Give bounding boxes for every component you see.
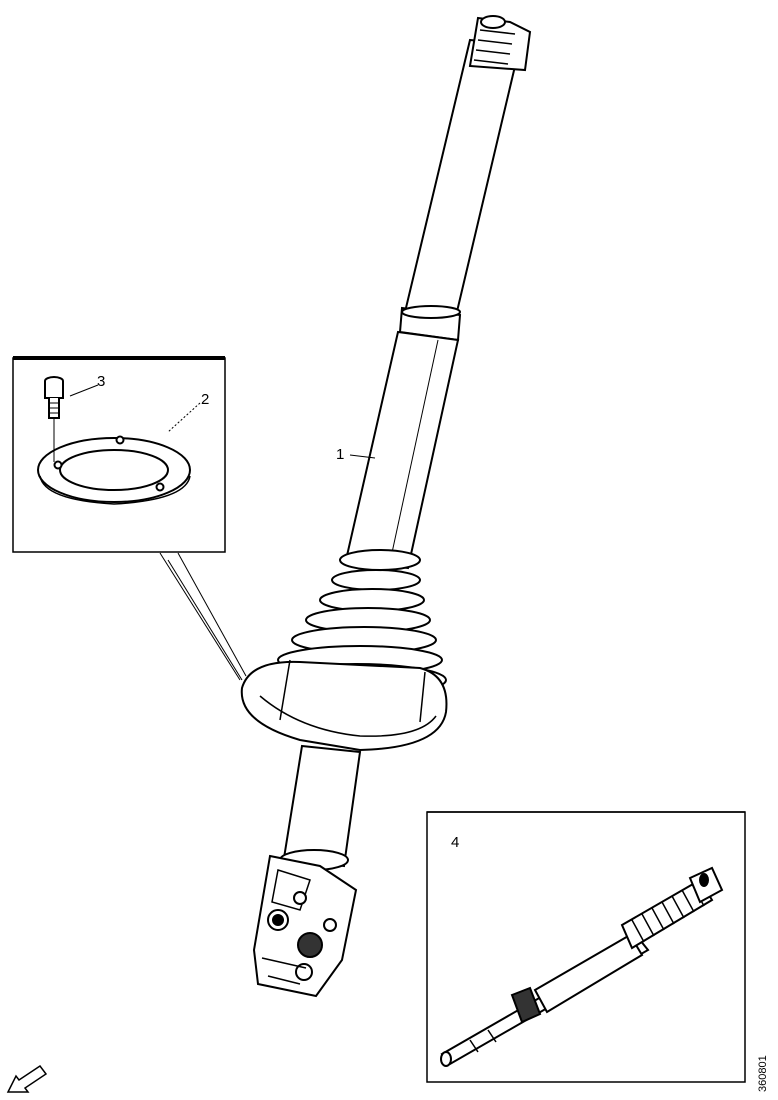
callout-2: 2 [201,391,209,408]
universal-joint [252,854,358,998]
inset-detail-box [12,356,247,681]
callout-4: 4 [451,834,459,851]
callout-1: 1 [336,446,344,463]
direction-arrow-icon [6,1064,48,1093]
gaiter-boot [240,549,448,752]
mounting-plate [37,435,191,505]
lower-shaft [279,744,362,871]
callout-leaders [69,384,376,459]
bolt [44,376,64,462]
alternate-shaft [440,866,724,1067]
upper-shaft [344,15,532,570]
reference-code: 360801 [757,1055,769,1092]
callout-3: 3 [97,373,105,390]
